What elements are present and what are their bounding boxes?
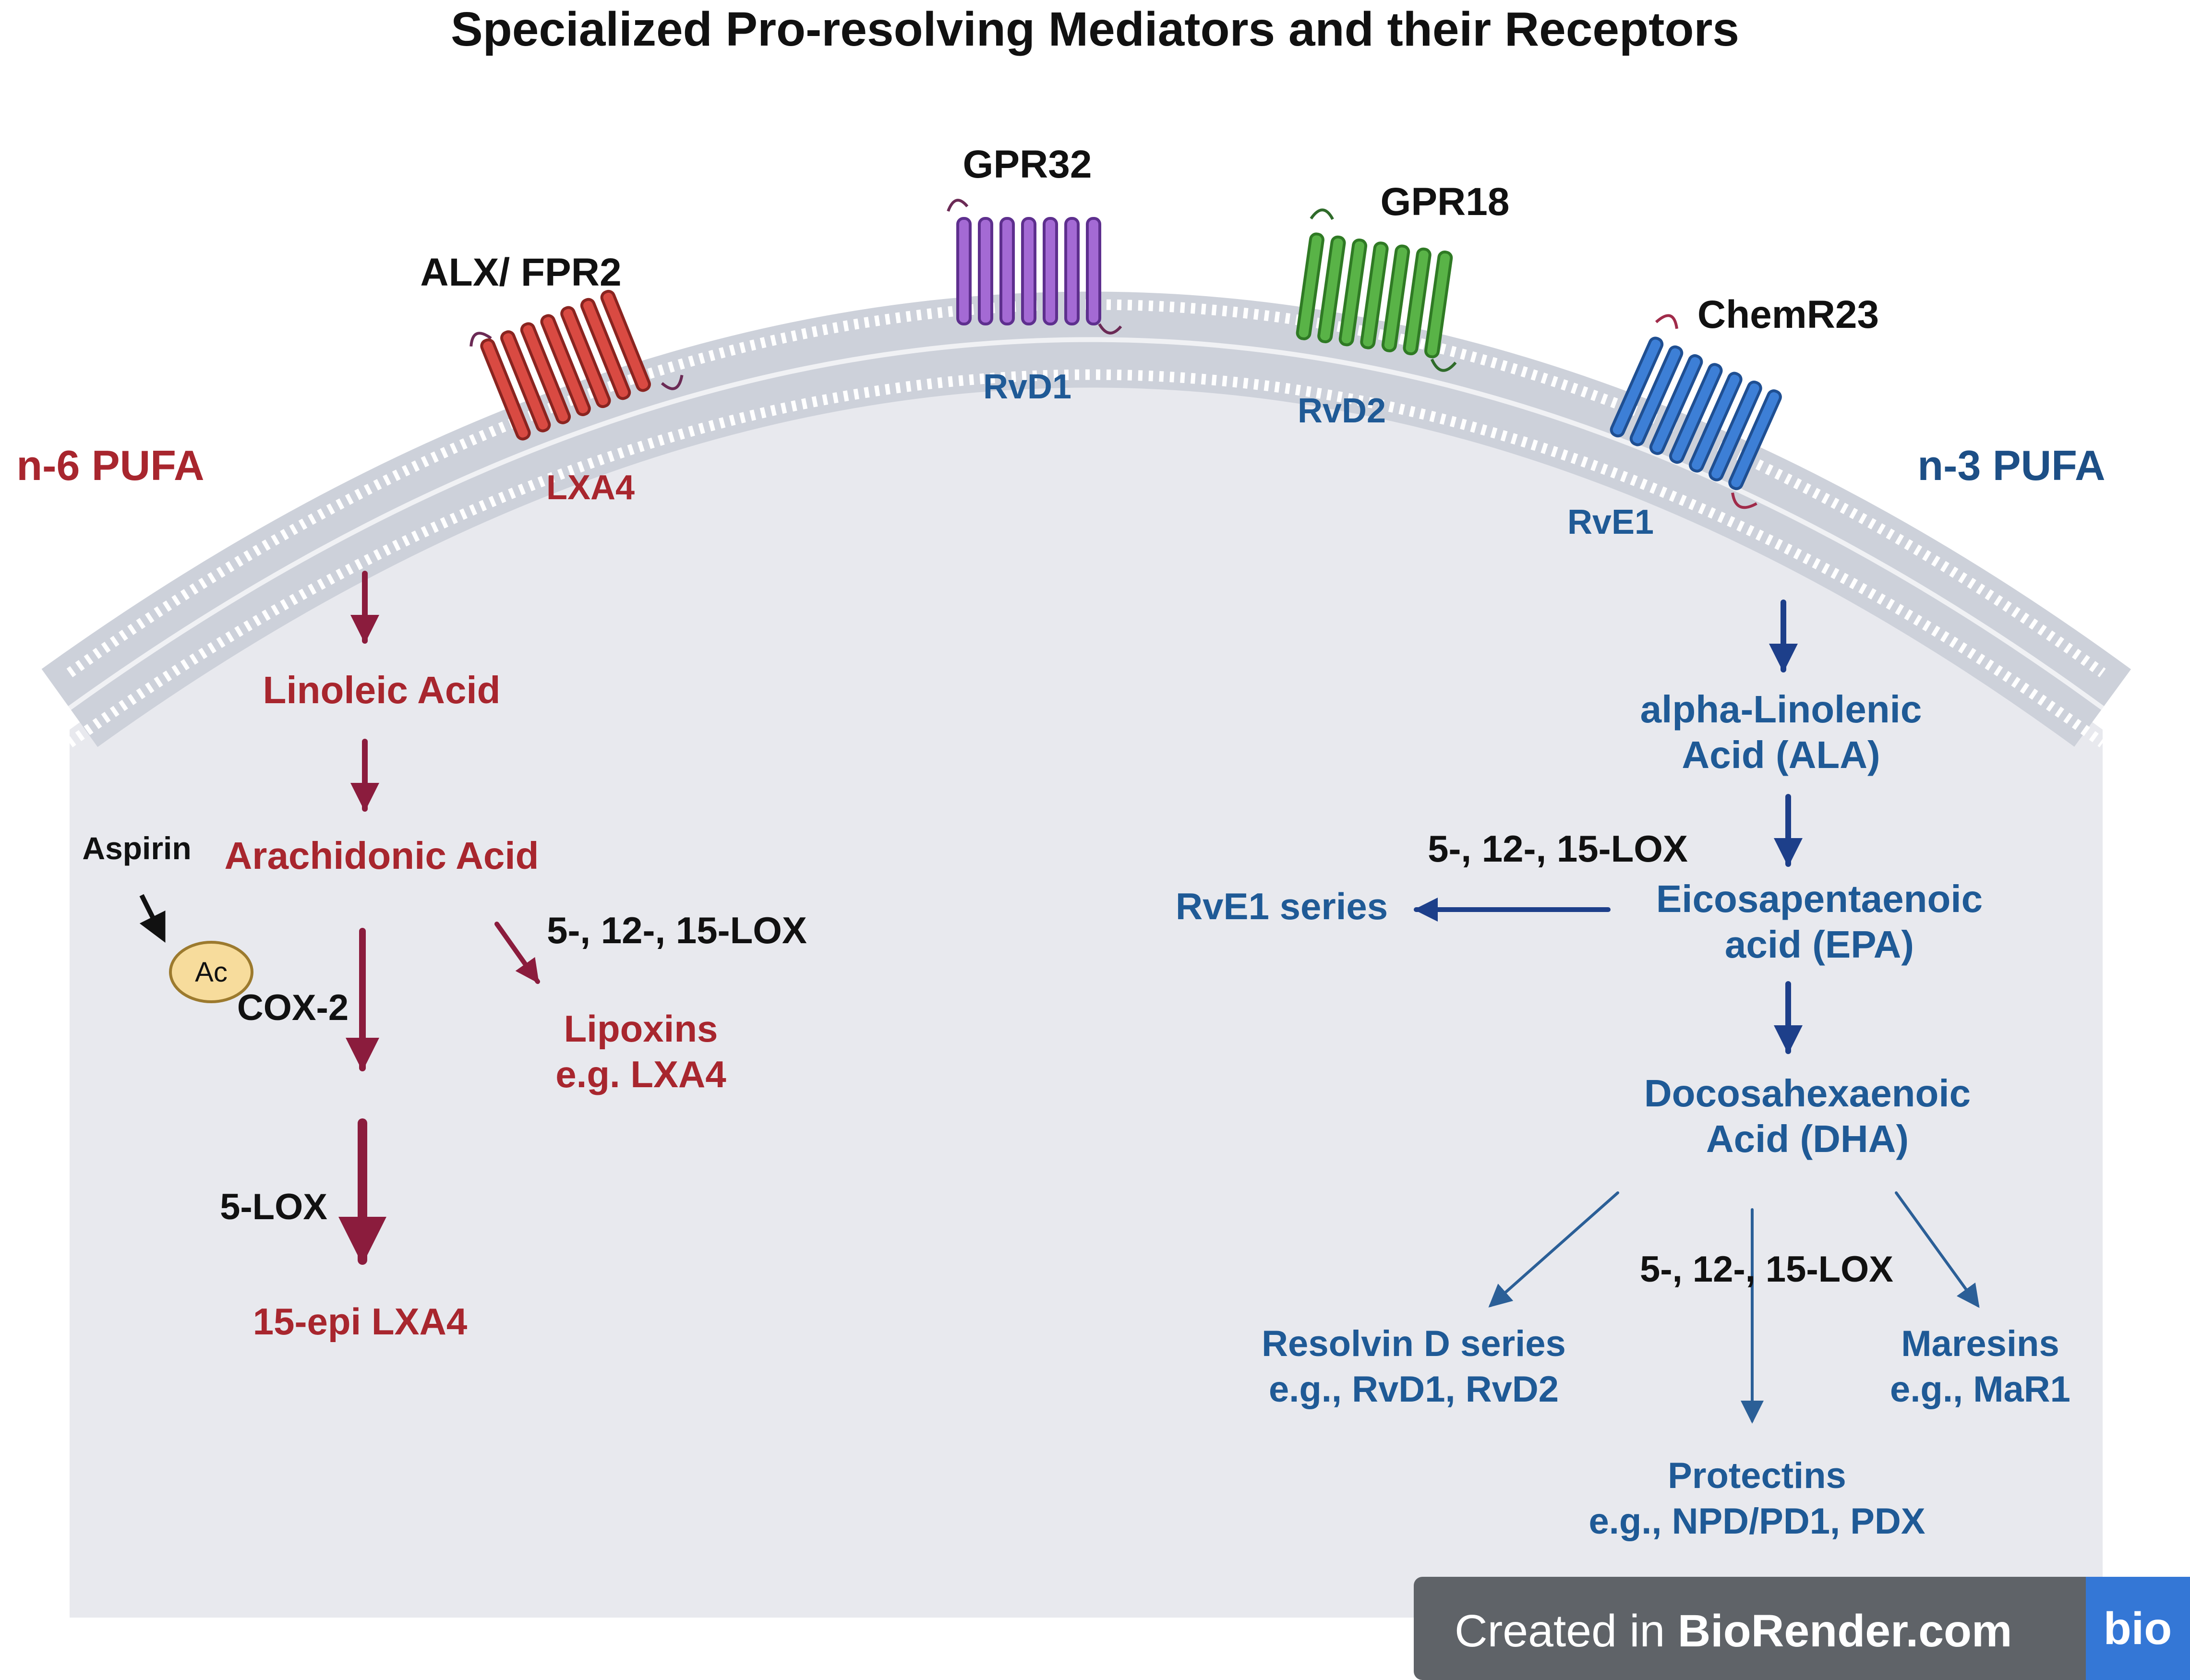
receptor-label-alx: ALX/ FPR2 — [420, 251, 621, 294]
ac-label: Ac — [195, 957, 228, 988]
ligand-label-lxa4: LXA4 — [546, 468, 635, 507]
protectins-label: Protectins — [1668, 1455, 1846, 1496]
dha-label-line2: Acid (DHA) — [1706, 1117, 1909, 1160]
rve1-series-label: RvE1 series — [1176, 885, 1388, 927]
ligand-label-rve1: RvE1 — [1567, 503, 1654, 541]
maresins-label: Maresins — [1901, 1323, 2059, 1364]
dha-branch-arrows — [1488, 1191, 1980, 1424]
lipoxins-example-label: e.g. LXA4 — [555, 1053, 726, 1095]
diagram-title: Specialized Pro-resolving Mediators and … — [451, 2, 1739, 56]
receptor-label-gpr18: GPR18 — [1381, 180, 1510, 224]
protectins-example-label: e.g., NPD/PD1, PDX — [1588, 1501, 1925, 1542]
cell-body — [70, 360, 2103, 1618]
cox2-label: COX-2 — [237, 987, 349, 1028]
5-lox-label: 5-LOX — [220, 1187, 327, 1227]
epa-label-line2: acid (EPA) — [1725, 923, 1914, 966]
biorender-logo: bio — [2104, 1603, 2172, 1654]
dha-label-line1: Docosahexaenoic — [1644, 1072, 1971, 1115]
resolvin-label: Resolvin D series — [1262, 1323, 1566, 1364]
aspirin-arrow — [139, 894, 166, 943]
15-epi-lxa4-label: 15-epi LXA4 — [253, 1300, 467, 1343]
ac-badge — [169, 941, 253, 1003]
biorender-badge[interactable]: Created in BioRender.com bio — [1414, 1577, 2190, 1680]
biorender-text: Created in BioRender.com — [1455, 1606, 2012, 1656]
receptor-gpr18 — [1296, 208, 1457, 372]
lox-label-epa: 5-, 12-, 15-LOX — [1428, 828, 1688, 870]
receptor-alx-fpr2 — [469, 289, 684, 441]
n3-arrows — [1414, 600, 1803, 1054]
ligand-label-rvd1: RvD1 — [983, 368, 1071, 406]
cell-membrane — [41, 291, 2131, 747]
receptor-gpr32 — [947, 199, 1122, 335]
maresins-example-label: e.g., MaR1 — [1890, 1369, 2070, 1410]
receptor-label-gpr32: GPR32 — [963, 143, 1092, 186]
n6-arrows — [338, 571, 540, 1265]
receptor-label-chemr23: ChemR23 — [1697, 293, 1879, 336]
n3-pufa-label: n-3 PUFA — [1917, 442, 2105, 489]
resolvin-example-label: e.g., RvD1, RvD2 — [1269, 1369, 1559, 1410]
lipoxins-label: Lipoxins — [564, 1008, 718, 1050]
receptor-chemr23 — [1610, 314, 1782, 509]
lox-label-n6: 5-, 12-, 15-LOX — [547, 909, 807, 951]
ala-label-line1: alpha-Linolenic — [1640, 688, 1922, 731]
epa-label-line1: Eicosapentaenoic — [1656, 877, 1983, 920]
lox-label-dha: 5-, 12-, 15-LOX — [1640, 1249, 1893, 1290]
ala-label-line2: Acid (ALA) — [1682, 733, 1880, 776]
n6-pufa-label: n-6 PUFA — [16, 442, 204, 489]
arachidonic-acid-label: Arachidonic Acid — [225, 834, 539, 877]
aspirin-label: Aspirin — [82, 830, 191, 866]
linoleic-acid-label: Linoleic Acid — [263, 669, 501, 711]
ligand-label-rvd2: RvD2 — [1298, 392, 1386, 430]
